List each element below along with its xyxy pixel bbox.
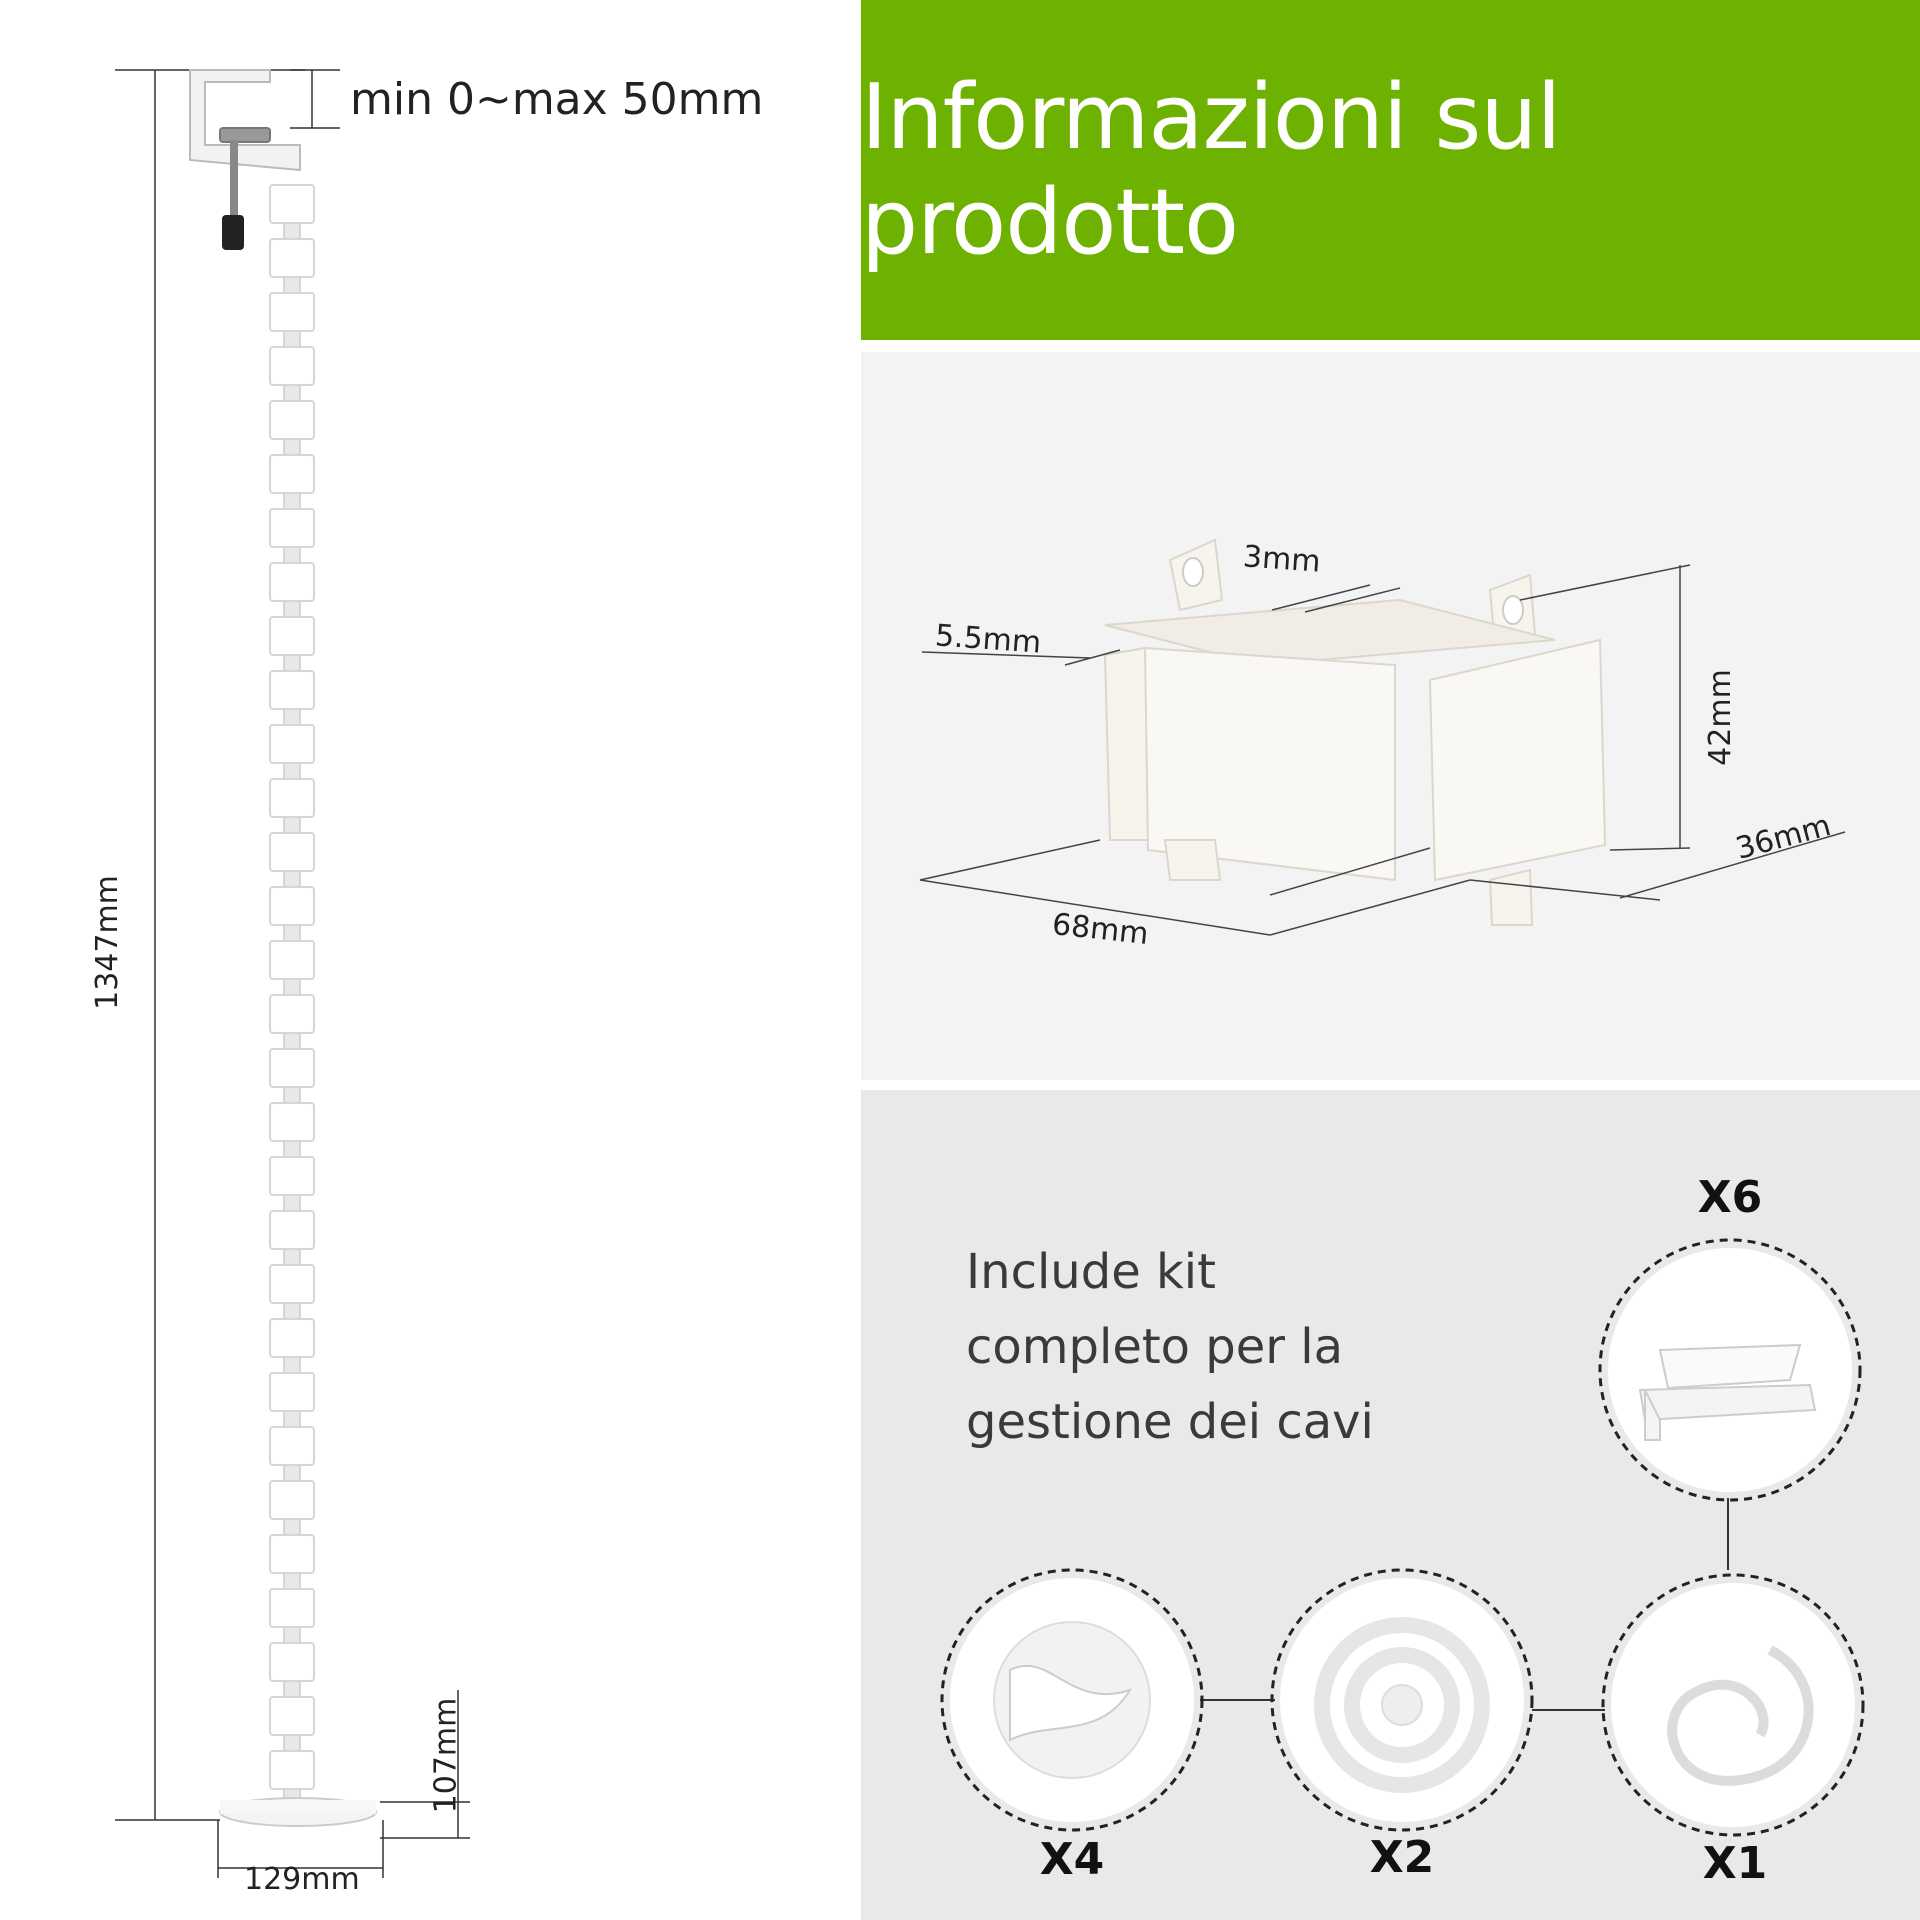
qty-label: X2 — [1369, 1832, 1435, 1883]
spiral-wrap-icon — [1611, 1583, 1855, 1827]
spine-diagram-panel — [0, 0, 860, 1920]
base-width-label: 129mm — [244, 1862, 360, 1897]
qty-label: X6 — [1697, 1172, 1763, 1223]
kit-line: Include kit — [966, 1244, 1216, 1300]
clamp-range-label: min 0~max 50mm — [350, 74, 764, 125]
header-banner: Informazioni sul prodotto — [861, 0, 1920, 340]
page-title: Informazioni sul prodotto — [861, 65, 1561, 275]
kit-line: gestione dei cavi — [966, 1394, 1374, 1450]
qty-label: X4 — [1039, 1834, 1105, 1885]
kit-line: completo per la — [966, 1319, 1344, 1375]
kit-description: Include kit completo per la gestione dei… — [966, 1235, 1486, 1460]
qty-label: X1 — [1702, 1838, 1768, 1889]
